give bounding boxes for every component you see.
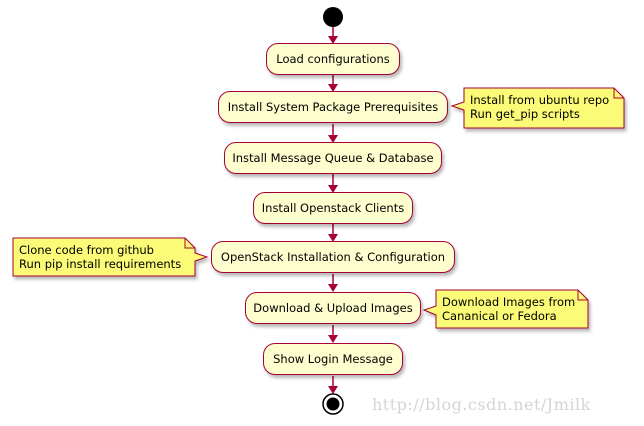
note-shape (422, 289, 589, 329)
step-install-openstack-clients: Install Openstack Clients (253, 192, 413, 224)
arrowhead (328, 284, 338, 292)
step-show-login-message: Show Login Message (263, 343, 403, 375)
step-label: Install System Package Prerequisites (227, 100, 439, 114)
arrowhead (328, 386, 338, 394)
arrowhead (328, 335, 338, 343)
arrowhead (328, 84, 338, 92)
note-line: Clone code from github (19, 243, 154, 257)
step-install-system-prerequisites: Install System Package Prerequisites (218, 91, 448, 123)
note-shape (12, 237, 209, 277)
step-label: Download & Upload Images (253, 301, 413, 315)
note-line: Run pip install requirements (19, 257, 182, 271)
note-line: Install from ubuntu repo (470, 93, 610, 107)
note-fold (613, 88, 624, 99)
step-label: Load configurations (276, 52, 390, 66)
step-label: OpenStack Installation & Configuration (220, 250, 446, 264)
step-load-configurations: Load configurations (266, 43, 400, 75)
note-fold (184, 238, 195, 249)
note-system-prerequisites: Install from ubuntu repo Run get_pip scr… (470, 93, 609, 121)
arrowhead (328, 36, 338, 44)
step-install-message-queue-database: Install Message Queue & Database (224, 142, 442, 174)
note-line: Download Images from (442, 295, 576, 309)
arrowhead (328, 185, 338, 193)
note-line: Cananical or Fedora (442, 309, 557, 323)
arrowhead (328, 234, 338, 242)
note-download-images: Download Images from Cananical or Fedora (442, 295, 575, 323)
step-openstack-installation-configuration: OpenStack Installation & Configuration (211, 241, 455, 273)
note-fold (577, 290, 588, 301)
watermark-text: http://blog.csdn.net/Jmilk (372, 395, 591, 414)
note-line: Run get_pip scripts (470, 107, 580, 121)
note-shape (450, 87, 625, 129)
step-label: Install Openstack Clients (261, 201, 405, 215)
step-download-upload-images: Download & Upload Images (245, 292, 421, 324)
start-node (323, 7, 343, 27)
step-label: Install Message Queue & Database (232, 151, 434, 165)
note-openstack-installation: Clone code from github Run pip install r… (19, 243, 181, 271)
step-label: Show Login Message (273, 352, 393, 366)
end-node (322, 393, 344, 415)
arrowhead (328, 135, 338, 143)
